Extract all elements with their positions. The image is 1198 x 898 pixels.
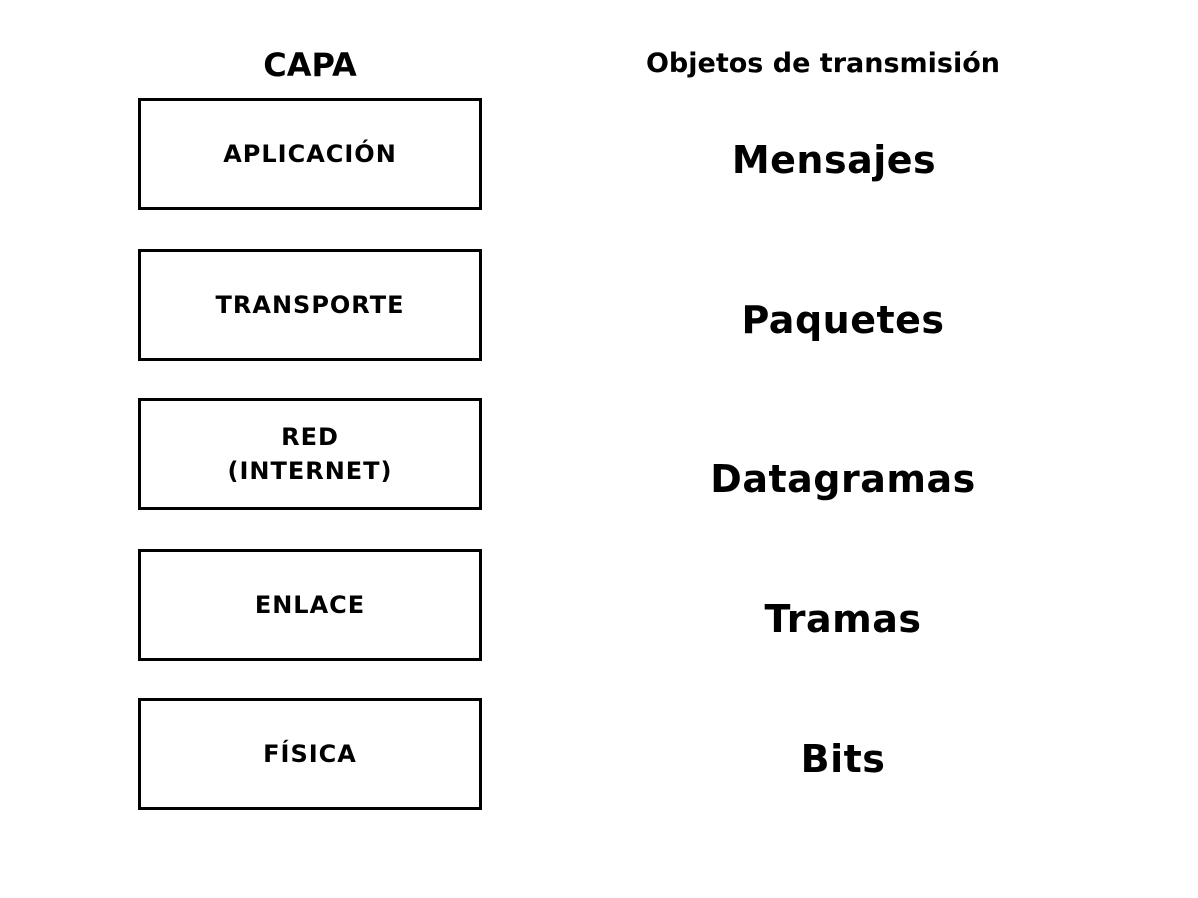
layer-name-subtitle: (INTERNET): [227, 457, 393, 485]
object-label-transport: Paquetes: [741, 298, 945, 342]
object-label-network: Datagramas: [710, 457, 976, 501]
object-label-physical: Bits: [800, 737, 886, 781]
object-label-application: Mensajes: [731, 138, 937, 182]
layer-name: FÍSICA: [263, 740, 357, 768]
object-label-link: Tramas: [764, 597, 922, 641]
layer-name: APLICACIÓN: [223, 140, 397, 168]
objects-column-header: Objetos de transmisión: [645, 48, 1001, 79]
layer-box-application: APLICACIÓN: [138, 98, 482, 210]
layer-box-network: RED (INTERNET): [138, 398, 482, 510]
layer-name: ENLACE: [254, 591, 366, 619]
layer-box-transport: TRANSPORTE: [138, 249, 482, 361]
layer-box-physical: FÍSICA: [138, 698, 482, 810]
layer-name: TRANSPORTE: [215, 291, 405, 319]
layer-box-link: ENLACE: [138, 549, 482, 661]
layer-name: RED: [281, 423, 339, 451]
layer-column-header: CAPA: [263, 46, 357, 84]
